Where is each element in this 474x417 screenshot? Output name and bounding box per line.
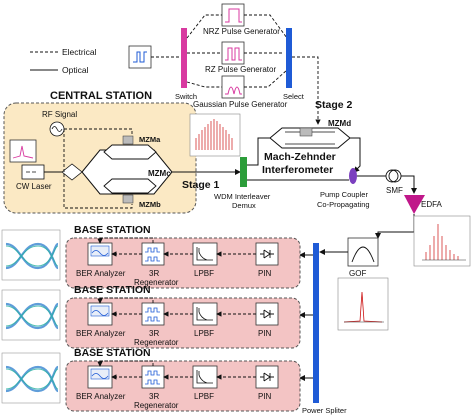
- gof-output-spectrum: [337, 277, 389, 331]
- regenerator-icon: [141, 365, 165, 389]
- smf-label: SMF: [386, 186, 403, 195]
- regenerator-label-1: 3R: [149, 269, 159, 278]
- base-station-title: BASE STATION: [74, 224, 151, 236]
- wdm-label-line2: Demux: [232, 201, 256, 210]
- base-station-box: [65, 297, 301, 349]
- regenerator-icon: [141, 302, 165, 326]
- power-splitter-block: [313, 243, 319, 403]
- lpbf-label: LPBF: [194, 269, 214, 278]
- pin-label: PIN: [258, 392, 272, 401]
- legend-electrical-label: Electrical: [62, 47, 97, 57]
- mach-zehnder-label-2: Interferometer: [262, 164, 333, 176]
- wdm-interleaver-block: [240, 157, 247, 187]
- base-station-3: BASE STATION PIN LPBF 3R Regenerator BER…: [1, 347, 301, 412]
- mzm-d-label: MZMd: [328, 119, 351, 128]
- nrz-generator-label: NRZ Pulse Generator: [203, 27, 280, 36]
- mzm-a-label: MZMa: [139, 135, 161, 144]
- lpbf-label: LPBF: [194, 392, 214, 401]
- pump-coupler-icon: [349, 168, 357, 184]
- pump-label-line1: Pump Coupler: [320, 190, 368, 199]
- edfa-label: EDFA: [421, 200, 443, 209]
- mzm-output-spectrum: [189, 113, 241, 157]
- rz-generator-icon: [221, 41, 245, 65]
- pump-label-line2: Co-Propagating: [317, 200, 370, 209]
- regenerator-label-1: 3R: [149, 392, 159, 401]
- pulse-source-block: Switch NRZ Pulse Generator RZ Pulse Gene…: [128, 3, 321, 125]
- ber-analyzer-label: BER Analyzer: [76, 269, 126, 278]
- gaussian-generator-icon: [221, 75, 245, 99]
- select-label: Select: [283, 92, 305, 101]
- switch-block: [181, 28, 187, 88]
- nrz-generator-icon: [221, 3, 245, 27]
- regenerator-label-2: Regenerator: [134, 278, 179, 287]
- base-station-title: BASE STATION: [74, 347, 151, 359]
- pin-label: PIN: [258, 269, 272, 278]
- eye-diagram-inset: [1, 229, 61, 281]
- regenerator-label-2: Regenerator: [134, 338, 179, 347]
- mzm-b-label: MZMb: [139, 200, 161, 209]
- pin-photodiode-icon: [255, 302, 279, 326]
- mach-zehnder-label-1: Mach-Zehnder: [264, 151, 336, 163]
- power-splitter-label: Power Spliter: [302, 406, 347, 415]
- mzm-a-block: [103, 144, 157, 160]
- regenerator-label-1: 3R: [149, 329, 159, 338]
- mzm-b-block: [103, 178, 157, 194]
- gof-label: GOF: [349, 269, 366, 278]
- base-station-1: BASE STATION PIN LPBF 3R Regenerator BER…: [1, 224, 301, 289]
- ber-analyzer-label: BER Analyzer: [76, 329, 126, 338]
- pin-photodiode-icon: [255, 242, 279, 266]
- gaussian-generator-label: Gaussian Pulse Generator: [193, 100, 288, 109]
- rf-signal-label: RF Signal: [42, 110, 77, 119]
- base-station-title: BASE STATION: [74, 284, 151, 296]
- regenerator-label-2: Regenerator: [134, 401, 179, 410]
- pin-photodiode-icon: [255, 365, 279, 389]
- base-station-box: [65, 360, 301, 412]
- central-station: CENTRAL STATION RF Signal CW Laser MZMc …: [3, 90, 197, 214]
- edfa-output-spectrum: [413, 215, 471, 267]
- central-station-title: CENTRAL STATION: [50, 90, 152, 102]
- base-station-2: BASE STATION PIN LPBF 3R Regenerator BER…: [1, 284, 301, 349]
- base-station-box: [65, 237, 301, 289]
- pin-label: PIN: [258, 329, 272, 338]
- mzm-d-block: MZMd: [269, 119, 351, 149]
- lpbf-label: LPBF: [194, 329, 214, 338]
- eye-diagram-inset: [1, 289, 61, 341]
- rz-generator-label: RZ Pulse Generator: [205, 65, 276, 74]
- legend-optical-label: Optical: [62, 65, 89, 75]
- ber-analyzer-label: BER Analyzer: [76, 392, 126, 401]
- mzm-c-label: MZMc: [148, 169, 171, 178]
- cw-laser-label: CW Laser: [16, 182, 52, 191]
- switch-label: Switch: [175, 92, 197, 101]
- stage1-label: Stage 1: [182, 179, 220, 191]
- stage2-label: Stage 2: [315, 99, 353, 111]
- legend: Electrical Optical: [30, 47, 97, 75]
- regenerator-icon: [141, 242, 165, 266]
- edfa-amplifier-icon: [404, 195, 425, 214]
- select-block: [286, 28, 292, 88]
- wdm-label-line1: WDM Interleaver: [214, 192, 271, 201]
- eye-diagram-inset: [1, 352, 61, 404]
- smf-fiber-icon: [385, 169, 399, 183]
